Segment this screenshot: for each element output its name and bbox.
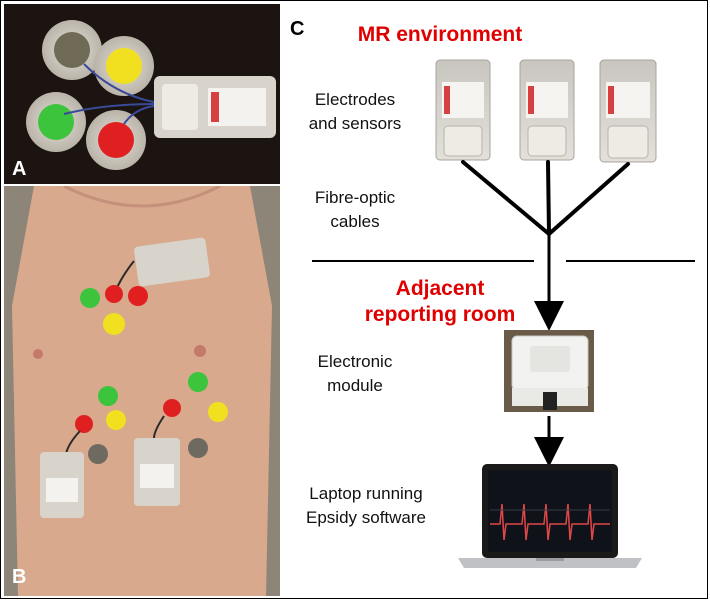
electrode-pad-icon <box>94 36 154 96</box>
laptop-label-line2: Epsidy software <box>306 508 426 527</box>
sensor-unit-icon <box>134 438 180 506</box>
module-label-line2: module <box>327 376 383 395</box>
sensor-unit-icon <box>134 237 210 287</box>
adjacent-title-line2: reporting room <box>364 303 516 326</box>
adjacent-title-line1: Adjacent <box>395 277 485 300</box>
cables-label-line2: cables <box>330 212 380 231</box>
adjacent-room-title: Adjacent reporting room <box>330 276 550 328</box>
chest-photo-illustration <box>4 186 280 596</box>
panel-a-photo: A <box>4 4 280 184</box>
mr-environment-title: MR environment <box>357 23 523 46</box>
laptop-label: Laptop running Epsidy software <box>286 482 446 530</box>
electrode-pad-icon <box>42 20 102 80</box>
electrode-pad-icon <box>26 92 86 152</box>
laptop-label-line1: Laptop running <box>309 484 423 503</box>
electrodes-label-line1: Electrodes <box>314 90 396 109</box>
electrodes-sensors-label: Electrodes and sensors <box>290 88 420 136</box>
module-label-line1: Electronic <box>317 352 393 371</box>
electrodes-label-line2: and sensors <box>308 114 402 133</box>
cables-label-line1: Fibre-optic <box>314 188 396 207</box>
panel-b-letter: B <box>12 566 27 588</box>
electronic-module-label: Electronic module <box>290 350 420 398</box>
electrode-pad-icon <box>86 110 146 170</box>
fibre-optic-cables-label: Fibre-optic cables <box>290 186 420 234</box>
sensor-unit-icon <box>154 76 276 138</box>
electrodes-photo-illustration <box>4 4 280 184</box>
panel-c-letter: C <box>290 18 305 40</box>
panel-a-letter: A <box>12 158 27 180</box>
panel-b-photo: B <box>4 186 280 596</box>
sensor-unit-icon <box>40 452 84 518</box>
